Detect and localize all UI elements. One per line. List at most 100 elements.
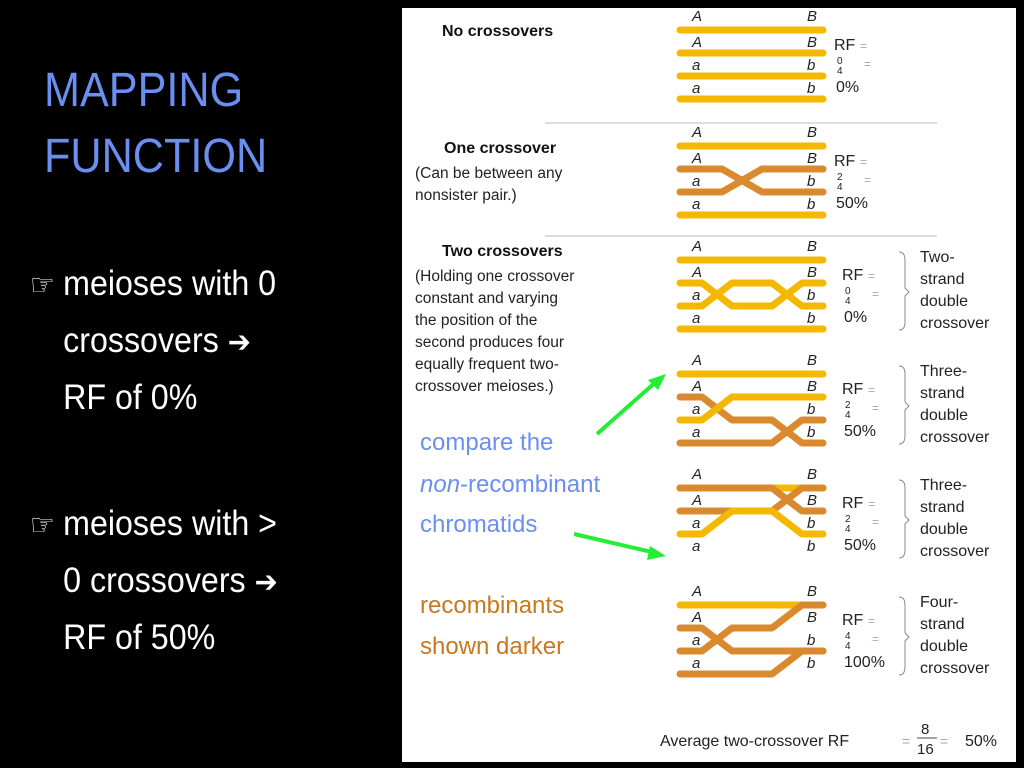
allele-label-left: a	[692, 515, 700, 532]
average-percent: 50%	[965, 733, 997, 750]
crossover-type-label: double	[920, 521, 968, 538]
section-description: the position of the	[415, 312, 537, 329]
allele-label-left: A	[691, 583, 702, 600]
chromatid-strand-2-3	[676, 165, 827, 196]
chromatid-strand-6-3	[676, 601, 827, 655]
allele-label-left: a	[692, 287, 700, 304]
rf-percent: 0%	[844, 309, 867, 326]
crossover-type-label: crossover	[920, 660, 990, 677]
section-description: nonsister pair.)	[415, 187, 517, 204]
allele-label-right: b	[807, 196, 815, 213]
allele-label-left: a	[692, 538, 700, 555]
crossover-figure: AAaaBBbbRF=04=0%AAaaBBbbRF=24=50%AAaaBBb…	[402, 8, 1016, 762]
equals-sign: =	[868, 269, 875, 283]
green-arrow-head-icon	[648, 374, 666, 390]
allele-label-left: A	[691, 609, 702, 626]
allele-label-left: A	[691, 124, 702, 141]
annotation-compare-line-1: compare the	[420, 429, 553, 456]
allele-label-right: B	[807, 466, 817, 483]
rf-denominator: 4	[845, 410, 851, 421]
rf-numerator: 0	[845, 286, 851, 297]
allele-label-right: b	[807, 424, 815, 441]
rf-percent: 50%	[844, 423, 876, 440]
equals-sign: =	[860, 39, 867, 53]
chromatid-strand-3-3	[676, 279, 827, 310]
chromatid-strand-5-3	[676, 507, 827, 538]
allele-label-left: A	[691, 150, 702, 167]
rf-denominator: 4	[845, 524, 851, 535]
allele-label-right: B	[807, 492, 817, 509]
green-arrow-shaft	[595, 378, 660, 436]
average-rf-label: Average two-crossover RF	[660, 733, 849, 750]
rf-denominator: 4	[845, 296, 851, 307]
allele-label-right: B	[807, 124, 817, 141]
section-description: (Can be between any	[415, 165, 563, 182]
crossover-type-label: crossover	[920, 429, 990, 446]
rf-denominator: 4	[837, 182, 843, 193]
equals-sign: =	[872, 515, 879, 529]
bullet-1: ☞meioses with 0 crossovers ➔ RF of 0%	[30, 256, 276, 425]
allele-label-right: b	[807, 632, 815, 649]
rf-numerator: 2	[845, 400, 851, 411]
section-heading: One crossover	[444, 140, 556, 157]
brace-icon	[898, 479, 910, 559]
average-numerator: 8	[921, 721, 929, 738]
crossover-type-label: strand	[920, 271, 964, 288]
rf-label: RF	[842, 267, 864, 284]
allele-label-left: a	[692, 57, 700, 74]
crossover-type-label: crossover	[920, 315, 990, 332]
allele-label-right: B	[807, 150, 817, 167]
allele-label-right: B	[807, 378, 817, 395]
allele-label-right: b	[807, 57, 815, 74]
section-heading: Two crossovers	[442, 243, 563, 260]
allele-label-right: B	[807, 8, 817, 25]
crossover-type-label: double	[920, 638, 968, 655]
allele-label-right: b	[807, 515, 815, 532]
allele-label-left: a	[692, 632, 700, 649]
equals-sign: =	[868, 383, 875, 397]
bullet-1-line-3: RF of 0%	[63, 378, 198, 417]
bullet-1-line-2: crossovers	[63, 321, 219, 360]
equals-sign: =	[868, 497, 875, 511]
brace-icon	[898, 365, 910, 445]
equals-sign: =	[872, 632, 879, 646]
rf-numerator: 2	[845, 514, 851, 525]
brace-icon	[898, 251, 910, 331]
section-description: constant and varying	[415, 290, 558, 307]
rf-label: RF	[842, 612, 864, 629]
crossover-type-label: Two-	[920, 249, 955, 266]
allele-label-left: a	[692, 80, 700, 97]
rf-numerator: 4	[845, 631, 851, 642]
right-arrow-icon: ➔	[227, 326, 251, 359]
crossover-type-label: strand	[920, 385, 964, 402]
green-arrow-shaft	[573, 532, 657, 555]
rf-label: RF	[834, 37, 856, 54]
equals-sign: =	[902, 733, 910, 749]
crossover-type-label: Three-	[920, 477, 967, 494]
bullet-2-line-1: meioses with >	[63, 504, 277, 543]
allele-label-left: a	[692, 196, 700, 213]
slide-title: MAPPING FUNCTION	[44, 58, 267, 190]
crossover-type-label: Three-	[920, 363, 967, 380]
annotation-compare-line-2: non-recombinant	[420, 471, 600, 498]
allele-label-right: b	[807, 401, 815, 418]
brace-icon	[898, 596, 910, 676]
chromatid-strand-4-3	[676, 393, 827, 424]
bullet-2: ☞meioses with > 0 crossovers ➔ RF of 50%	[30, 496, 278, 665]
green-arrow-head-icon	[647, 546, 666, 560]
equals-sign: =	[872, 287, 879, 301]
equals-sign: =	[872, 401, 879, 415]
chromatid-strand-3-2	[676, 279, 827, 310]
equals-sign: =	[864, 57, 871, 71]
allele-label-right: b	[807, 287, 815, 304]
rf-numerator: 2	[837, 172, 843, 183]
section-heading: No crossovers	[442, 23, 553, 40]
allele-label-right: b	[807, 310, 815, 327]
bullet-2-line-3: RF of 50%	[63, 618, 216, 657]
allele-label-left: a	[692, 310, 700, 327]
pointing-hand-icon: ☞	[30, 509, 55, 542]
crossover-type-label: double	[920, 407, 968, 424]
allele-label-left: A	[691, 492, 702, 509]
equals-sign: =	[860, 155, 867, 169]
allele-label-left: a	[692, 424, 700, 441]
